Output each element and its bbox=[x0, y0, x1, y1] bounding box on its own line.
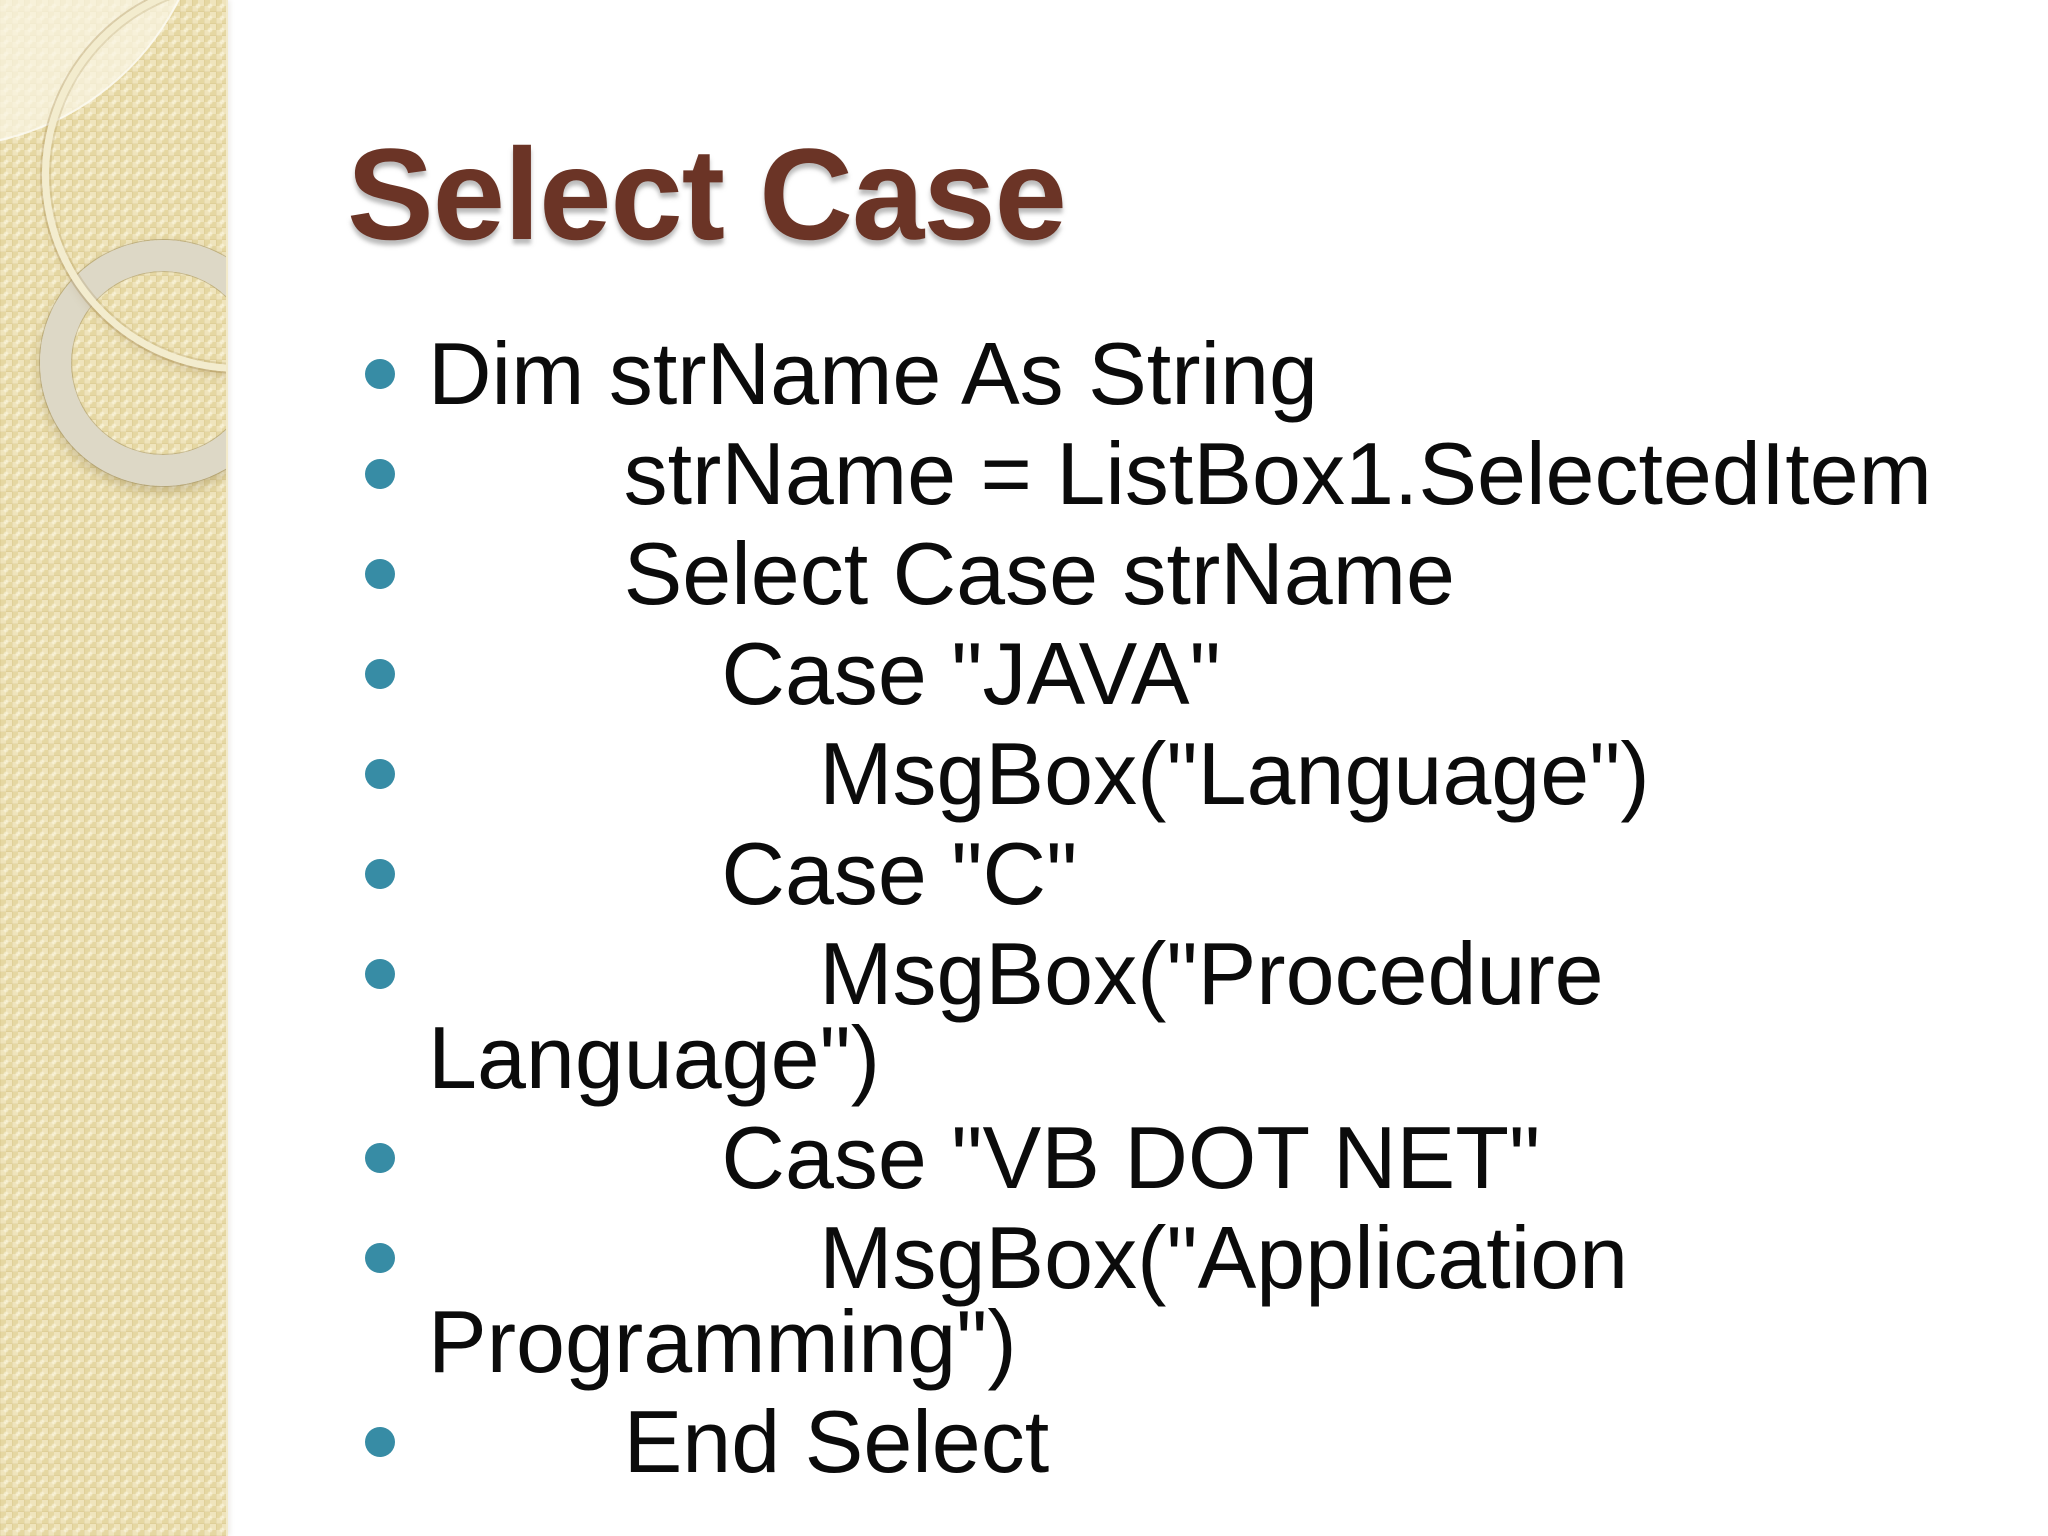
bullet-icon bbox=[365, 459, 395, 489]
code-line-text: MsgBox("Procedure Language") bbox=[428, 924, 1629, 1107]
bullet-icon bbox=[365, 859, 395, 889]
code-line: Case "VB DOT NET" bbox=[365, 1114, 2008, 1202]
code-line-text: End Select bbox=[428, 1392, 1050, 1491]
bullet-icon bbox=[365, 1143, 395, 1173]
code-line: strName = ListBox1.SelectedItem bbox=[365, 430, 2008, 518]
bullet-icon bbox=[365, 559, 395, 589]
code-line-text: Case "VB DOT NET" bbox=[428, 1108, 1541, 1207]
bullet-icon bbox=[365, 759, 395, 789]
bullet-icon bbox=[365, 959, 395, 989]
code-line-text: Case "C" bbox=[428, 824, 1078, 923]
code-line-text: Dim strName As String bbox=[428, 324, 1318, 423]
code-line: MsgBox("Procedure Language") bbox=[365, 930, 2008, 1102]
code-line: Select Case strName bbox=[365, 530, 2008, 618]
bullet-icon bbox=[365, 659, 395, 689]
code-line-text: Case "JAVA" bbox=[428, 624, 1221, 723]
code-line: Case "C" bbox=[365, 830, 2008, 918]
slide-title: Select Case bbox=[347, 121, 1067, 267]
code-line-text: strName = ListBox1.SelectedItem bbox=[428, 424, 1932, 523]
code-line: End Select bbox=[365, 1398, 2008, 1486]
code-line-text: MsgBox("Application Programming") bbox=[428, 1208, 1653, 1391]
code-line: Dim strName As String bbox=[365, 330, 2008, 418]
bullet-icon bbox=[365, 359, 395, 389]
code-line: MsgBox("Application Programming") bbox=[365, 1214, 2008, 1386]
bullet-icon bbox=[365, 1243, 395, 1273]
bullet-icon bbox=[365, 1427, 395, 1457]
code-line: Case "JAVA" bbox=[365, 630, 2008, 718]
code-line-text: Select Case strName bbox=[428, 524, 1455, 623]
code-line-text: MsgBox("Language") bbox=[428, 724, 1650, 823]
code-list: Dim strName As String strName = ListBox1… bbox=[365, 330, 2008, 1500]
sidebar-decoration bbox=[0, 0, 228, 1536]
code-line: MsgBox("Language") bbox=[365, 730, 2008, 818]
